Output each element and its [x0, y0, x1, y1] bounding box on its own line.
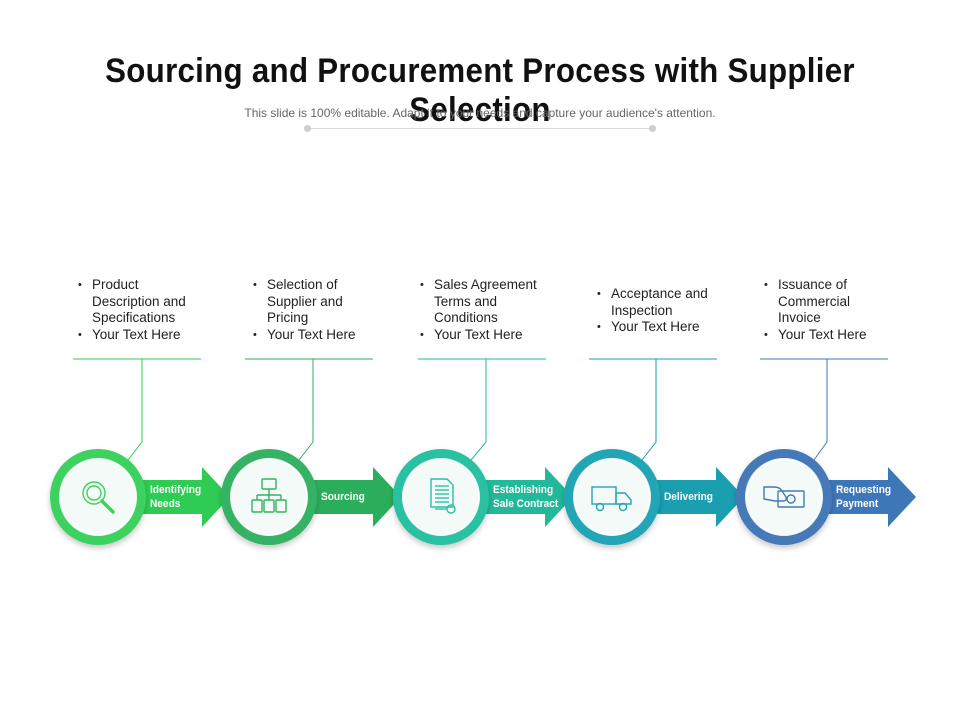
step-arrow — [128, 467, 230, 527]
bullet-line: Specifications — [92, 310, 176, 325]
step-label-line: Needs — [150, 498, 181, 510]
divider-dot-right — [649, 125, 656, 132]
bullet-item: Your Text Here — [420, 327, 537, 344]
bullet-line: Sales Agreement — [434, 277, 537, 292]
bullet-line: Your Text Here — [434, 326, 523, 342]
bullet-item: Your Text Here — [78, 327, 186, 344]
step-label: Sourcing — [321, 490, 365, 504]
contract-icon — [430, 478, 456, 514]
bullet-line: Issuance of — [778, 277, 848, 292]
bullet-line: Your Text Here — [267, 326, 356, 342]
truck-icon — [591, 486, 632, 512]
callout-connector — [298, 359, 314, 461]
bullet-line: Your Text Here — [611, 319, 700, 334]
bullet-line: Commercial — [778, 293, 851, 309]
step-bullets: Acceptance andInspectionYour Text Here — [597, 286, 708, 336]
bullet-line: Your Text Here — [778, 326, 867, 342]
callout-connector — [470, 359, 487, 461]
step-circle-inner — [402, 458, 480, 536]
step-bullets: Issuance ofCommercialInvoiceYour Text He… — [764, 277, 867, 343]
step-4 — [564, 358, 744, 545]
bullet-line: Conditions — [434, 310, 498, 325]
bullet-line: Supplier and — [267, 293, 343, 309]
bullet-line: Terms and — [434, 293, 498, 309]
step-arrow — [642, 467, 744, 527]
bullet-line: Selection of — [267, 277, 338, 292]
bullet-item: Your Text Here — [764, 327, 867, 344]
title-divider — [308, 128, 653, 129]
bullet-line: Description and — [92, 293, 186, 309]
step-arrow — [471, 467, 573, 527]
org-chart-icon — [251, 478, 287, 513]
step-label: Delivering — [664, 490, 713, 504]
bullet-item: Your Text Here — [253, 327, 356, 344]
step-1 — [50, 358, 230, 545]
bullet-line: Inspection — [611, 302, 673, 318]
bullet-line: Pricing — [267, 310, 309, 325]
slide-title: Sourcing and Procurement Process with Su… — [105, 52, 855, 129]
step-label-line: Delivering — [664, 491, 713, 503]
magnifier-icon — [82, 481, 115, 514]
bullet-line: Invoice — [778, 310, 821, 325]
payment-icon — [763, 486, 805, 508]
step-circle-inner — [573, 458, 651, 536]
step-label-line: Establishing — [493, 484, 554, 496]
step-3 — [393, 358, 573, 545]
slide-subtitle: This slide is 100% editable. Adapt it to… — [244, 106, 716, 120]
callout-connector — [127, 359, 143, 461]
step-label-line: Requesting — [836, 484, 892, 496]
step-5 — [736, 358, 916, 545]
step-circle-inner — [59, 458, 137, 536]
bullet-line: Product — [92, 277, 139, 292]
bullet-line: Your Text Here — [92, 326, 181, 342]
bullet-item: Your Text Here — [597, 319, 708, 336]
step-label-line: Sourcing — [321, 491, 365, 503]
step-arrow — [299, 467, 401, 527]
bullet-line: Acceptance and — [611, 286, 708, 301]
step-circle-inner — [745, 458, 823, 536]
step-label-line: Payment — [836, 498, 879, 510]
step-2 — [221, 358, 401, 545]
divider-dot-left — [304, 125, 311, 132]
callout-connector — [641, 359, 657, 461]
step-label-line: Identifying — [150, 484, 202, 496]
step-arrow — [814, 467, 916, 527]
step-label-line: Sale Contract — [493, 498, 559, 510]
callout-connector — [813, 359, 828, 461]
